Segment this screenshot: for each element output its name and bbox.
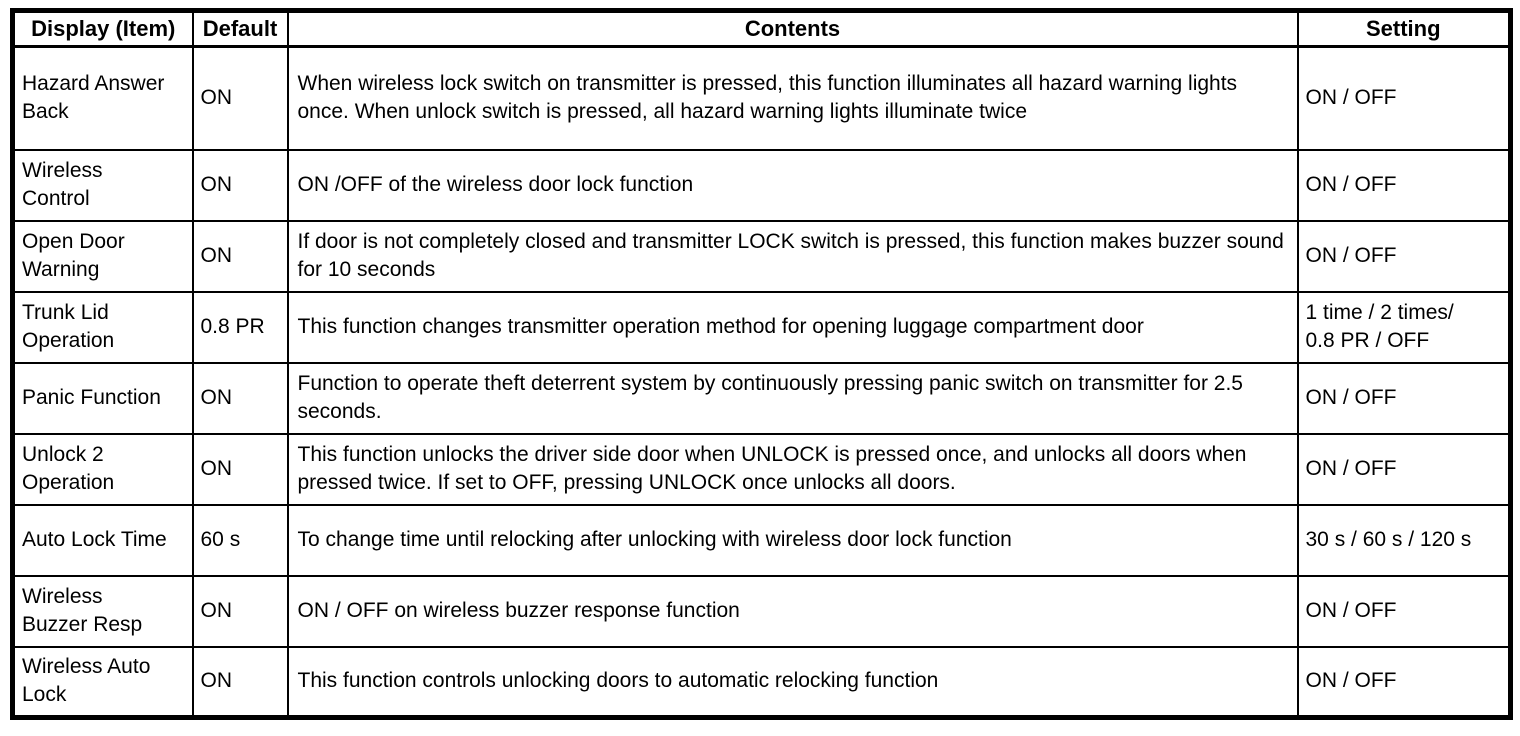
default-value-cell: ON: [191, 432, 289, 506]
display-item-cell: Unlock 2 Operation: [11, 432, 194, 506]
setting-options-cell: ON / OFF: [1296, 361, 1512, 435]
contents-cell: ON / OFF on wireless buzzer response fun…: [286, 574, 1299, 648]
default-value-cell: ON: [191, 645, 289, 719]
display-item-cell: Open Door Warning: [11, 219, 194, 293]
display-item-cell: Hazard Answer Back: [11, 45, 194, 151]
contents-cell: If door is not completely closed and tra…: [286, 219, 1299, 293]
header-row: Display (Item) Default Contents Setting: [11, 9, 1512, 48]
setting-options-cell: ON / OFF: [1296, 432, 1512, 506]
column-header-default: Default: [191, 9, 289, 48]
contents-cell: ON /OFF of the wireless door lock functi…: [286, 148, 1299, 222]
display-item-cell: Wireless Buzzer Resp: [11, 574, 194, 648]
setting-options-cell: 1 time / 2 times/ 0.8 PR / OFF: [1296, 290, 1512, 364]
default-value-cell: ON: [191, 361, 289, 435]
contents-cell: This function changes transmitter operat…: [286, 290, 1299, 364]
contents-cell: This function controls unlocking doors t…: [286, 645, 1299, 719]
table-row-wireless-auto-lock: Wireless Auto Lock ON This function cont…: [11, 645, 1512, 719]
display-item-cell: Auto Lock Time: [11, 503, 194, 577]
table-row-panic-function: Panic Function ON Function to operate th…: [11, 361, 1512, 435]
display-item-cell: Wireless Control: [11, 148, 194, 222]
setting-options-cell: ON / OFF: [1296, 45, 1512, 151]
display-item-cell: Trunk Lid Operation: [11, 290, 194, 364]
setting-options-cell: 30 s / 60 s / 120 s: [1296, 503, 1512, 577]
setting-options-cell: ON / OFF: [1296, 219, 1512, 293]
display-item-cell: Panic Function: [11, 361, 194, 435]
setting-options-cell: ON / OFF: [1296, 645, 1512, 719]
table-row-auto-lock-time: Auto Lock Time 60 s To change time until…: [11, 503, 1512, 577]
contents-cell: To change time until relocking after unl…: [286, 503, 1299, 577]
column-header-setting: Setting: [1296, 9, 1512, 48]
setting-options-cell: ON / OFF: [1296, 574, 1512, 648]
table-row-wireless-control: Wireless Control ON ON /OFF of the wirel…: [11, 148, 1512, 222]
table-row-hazard-answer-back: Hazard Answer Back ON When wireless lock…: [11, 45, 1512, 151]
default-value-cell: 60 s: [191, 503, 289, 577]
default-value-cell: ON: [191, 148, 289, 222]
setting-options-cell: ON / OFF: [1296, 148, 1512, 222]
table-row-wireless-buzzer-resp: Wireless Buzzer Resp ON ON / OFF on wire…: [11, 574, 1512, 648]
contents-cell: When wireless lock switch on transmitter…: [286, 45, 1299, 151]
contents-cell: This function unlocks the driver side do…: [286, 432, 1299, 506]
column-header-contents: Contents: [286, 9, 1299, 48]
display-item-cell: Wireless Auto Lock: [11, 645, 194, 719]
default-value-cell: ON: [191, 219, 289, 293]
wireless-settings-table: Display (Item) Default Contents Setting …: [10, 8, 1513, 720]
default-value-cell: ON: [191, 574, 289, 648]
table-row-unlock-2-operation: Unlock 2 Operation ON This function unlo…: [11, 432, 1512, 506]
column-header-display-item: Display (Item): [11, 9, 194, 48]
table-row-trunk-lid-operation: Trunk Lid Operation 0.8 PR This function…: [11, 290, 1512, 364]
default-value-cell: ON: [191, 45, 289, 151]
default-value-cell: 0.8 PR: [191, 290, 289, 364]
table-row-open-door-warning: Open Door Warning ON If door is not comp…: [11, 219, 1512, 293]
contents-cell: Function to operate theft deterrent syst…: [286, 361, 1299, 435]
